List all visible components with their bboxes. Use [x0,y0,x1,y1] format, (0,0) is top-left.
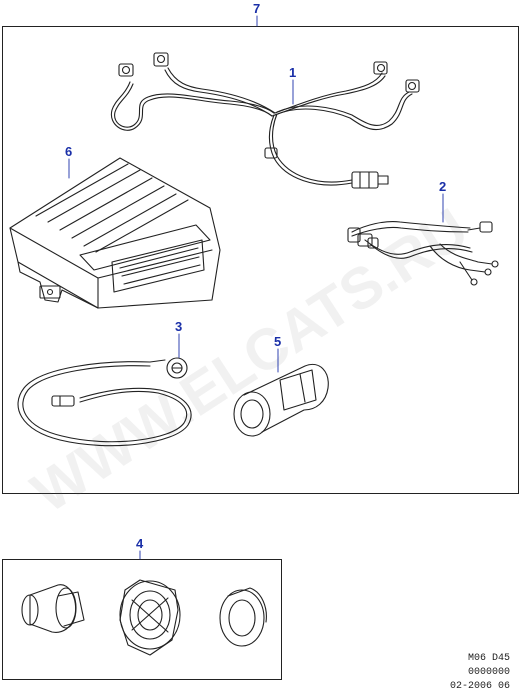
jumper-harness [347,221,499,286]
reference-line-1: M06 D45 [467,653,510,664]
sensor-with-lead [17,357,192,447]
leader-lines [68,15,444,560]
sensor-bezel-set [21,579,267,656]
main-parts-panel [2,26,519,494]
parking-aid-module [9,157,221,309]
callout-4: 4 [136,536,144,551]
grommet-parts-panel [2,559,282,680]
callout-2: 2 [439,179,447,194]
ultrasonic-sensor [233,364,329,437]
callout-3: 3 [175,319,183,334]
callout-7: 7 [253,1,261,16]
callout-6: 6 [65,144,73,159]
reference-line-2: 0000000 [467,667,510,678]
reference-line-3: 02-2006 06 [449,681,510,692]
callout-5: 5 [274,334,282,349]
drawing-reference: M06 D45 0000000 02-2006 06 [450,652,510,694]
sensor-wiring-harness [110,52,420,189]
callout-1: 1 [289,65,297,80]
